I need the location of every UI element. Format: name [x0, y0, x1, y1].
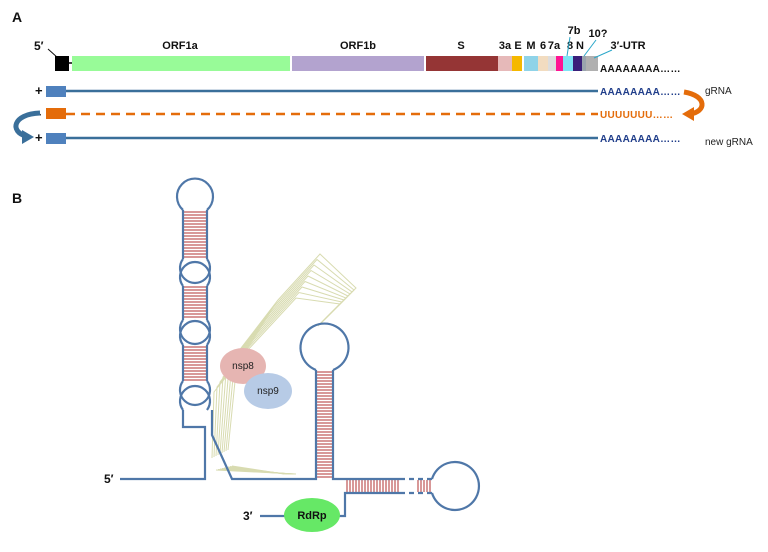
- gene-label-e: E: [514, 40, 521, 52]
- gene-block-m: [524, 56, 538, 71]
- stem1-apical-loop: [175, 177, 215, 211]
- gene-block-8: [563, 56, 573, 71]
- gene-block-e: [512, 56, 522, 71]
- strand-5p-arm: [120, 410, 207, 481]
- gene-label-10: 10?: [589, 28, 608, 40]
- strand-1-sign: +: [35, 83, 43, 98]
- strand-1-box: [46, 86, 66, 97]
- left-arrow-head: [22, 130, 34, 144]
- rdrp-label: RdRp: [297, 510, 327, 522]
- gene-label-m: M: [526, 40, 535, 52]
- strand-3-box: [46, 133, 66, 144]
- stem1-bulge-3-top: [178, 258, 212, 285]
- stem1-bulge-2: [178, 319, 212, 346]
- label-pointer-10: [583, 39, 597, 57]
- rna-three-prime-label: 3′: [243, 509, 253, 523]
- gene-block-3a: [498, 56, 512, 71]
- rdrp-enzyme: [284, 498, 340, 532]
- stem1-base-right: [210, 410, 300, 481]
- gene-label-3a: 3a: [499, 40, 512, 52]
- label-pointer-7b: [566, 36, 571, 57]
- genome-map: [72, 56, 598, 71]
- stem1-bulge-1: [178, 384, 212, 411]
- gene-label-7a: 7a: [548, 40, 561, 52]
- template-trace: [231, 465, 285, 475]
- nsp8-protein: [220, 348, 266, 384]
- base-pair-rungs: [184, 211, 431, 492]
- rna-backbone: [120, 177, 481, 518]
- five-prime-cap-box: [55, 56, 69, 71]
- gene-block-10: [582, 56, 586, 71]
- strand-2-tail: UUUUUUU……: [600, 110, 673, 121]
- strand-1-tail: AAAAAAAA……: [600, 87, 681, 98]
- gene-label-n: N: [576, 40, 584, 52]
- gene-block-utr: [586, 56, 598, 71]
- gene-label-6: 6: [540, 40, 546, 52]
- gene-block-orf1b: [292, 56, 424, 71]
- stem3-apical-loop: [430, 460, 481, 512]
- strand-3-sign: +: [35, 130, 43, 145]
- stem1-bulge-3: [178, 260, 212, 287]
- panel-b-label: B: [12, 190, 22, 206]
- strand-3-note: new gRNA: [705, 137, 753, 148]
- gene-block-s: [426, 56, 498, 71]
- stem1-bulge-1-top: [178, 380, 212, 407]
- strand-2-box: [46, 108, 66, 119]
- gene-block-6: [538, 56, 548, 71]
- template-trace-lines: [211, 253, 357, 475]
- right-arrow-head: [682, 107, 694, 121]
- stem2-left: [300, 370, 318, 481]
- strand-3-tail: AAAAAAAA……: [600, 134, 681, 145]
- rna-five-prime-label: 5′: [104, 472, 114, 486]
- nsp9-protein: [244, 373, 292, 409]
- strand-1-note: gRNA: [705, 86, 732, 97]
- stem2-right: [331, 370, 400, 481]
- gene-label-orf1a: ORF1a: [162, 40, 198, 52]
- gene-block-orf1a: [72, 56, 290, 71]
- nsp8-label: nsp8: [232, 361, 254, 372]
- gene-block-n: [573, 56, 582, 71]
- genome-poly-a-tail: AAAAAAAA……: [600, 64, 681, 75]
- nsp9-label: nsp9: [257, 386, 279, 397]
- gene-label-orf1b: ORF1b: [340, 40, 376, 52]
- label-pointer-utr: [593, 49, 613, 59]
- panel-a-label: A: [12, 9, 22, 25]
- gene-label-s: S: [457, 40, 464, 52]
- stem2-apical-loop: [299, 322, 350, 372]
- gene-label-8: 8: [567, 40, 573, 52]
- gene-block-7b: [556, 56, 563, 71]
- gene-block-7a: [548, 56, 556, 71]
- stem1-bulge-2-top: [178, 319, 212, 346]
- gene-label-utr: 3′-UTR: [610, 40, 645, 52]
- gene-label-7b: 7b: [568, 25, 581, 37]
- genome-five-prime-label: 5′: [34, 39, 44, 53]
